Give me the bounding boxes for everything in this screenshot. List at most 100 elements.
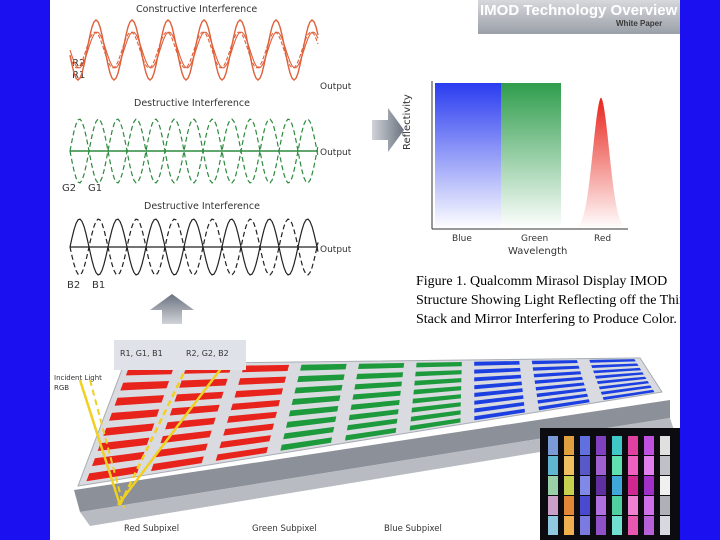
- swatch-cell: [548, 496, 558, 515]
- subpixel-cell: [169, 404, 220, 416]
- subpixel-cell: [151, 456, 204, 472]
- subpixel-cell: [531, 360, 578, 365]
- swatch-cell: [644, 516, 654, 535]
- figure-caption: Figure 1. Qualcomm Mirasol Display IMOD …: [416, 274, 680, 327]
- output-label-2: Output: [320, 148, 352, 158]
- subpixel-cell: [474, 402, 525, 413]
- swatch-cell: [596, 476, 606, 495]
- subpixel-cell: [410, 410, 461, 422]
- subpixel-cell: [474, 361, 520, 366]
- subpixel-cell: [86, 465, 140, 482]
- reflected-ray-2: [117, 353, 233, 506]
- subpixel-cell: [474, 408, 525, 421]
- label-g2: G2: [62, 183, 77, 194]
- subpixel-cell: [413, 386, 462, 395]
- swatch-cell: [548, 436, 558, 455]
- subpixel-cell: [215, 446, 268, 461]
- swatch-cell: [564, 456, 574, 475]
- subpixel-cell: [280, 437, 333, 451]
- subpixel-cell: [297, 374, 345, 383]
- reflected-label-right: R2, G2, B2: [186, 349, 229, 358]
- reflected-ray-1: [118, 359, 192, 506]
- swatch-cell: [660, 456, 670, 475]
- subpixel-cell: [537, 393, 588, 404]
- swatch-cell: [644, 476, 654, 495]
- subpixel-cell: [532, 365, 580, 371]
- swatch-cell: [580, 436, 590, 455]
- destructive-wave-g2: [69, 118, 319, 184]
- subpixel-cell: [474, 388, 523, 397]
- red-subpixel-label: Red Subpixel: [124, 524, 180, 534]
- swatch-cell: [580, 476, 590, 495]
- subpixel-cell: [536, 388, 587, 398]
- subpixel-cell: [356, 372, 404, 380]
- subpixel-cell: [535, 382, 585, 391]
- spectrum-band-green: [501, 83, 561, 229]
- subpixel-cell: [412, 394, 461, 404]
- subpixel-cell: [416, 362, 462, 368]
- swatch-cell: [580, 456, 590, 475]
- subpixel-cell: [350, 400, 400, 410]
- destructive-wave-b1: [69, 218, 319, 276]
- swatch-cell: [612, 456, 622, 475]
- spectrum-xlabel: Wavelength: [508, 246, 568, 257]
- destructive-title-1: Destructive Interference: [134, 98, 250, 109]
- reflected-label-left: R1, G1, B1: [120, 349, 163, 358]
- label-r2: R2: [72, 58, 86, 69]
- spectrum-red-peak: [561, 96, 629, 230]
- swatch-cell: [596, 456, 606, 475]
- up-arrow-icon: [150, 294, 194, 324]
- subpixel-cell: [352, 390, 401, 400]
- swatch-cell: [660, 496, 670, 515]
- output-label-1: Output: [320, 82, 352, 92]
- label-b1: B1: [92, 280, 106, 291]
- right-border-bar: [680, 0, 720, 540]
- subpixel-cell: [97, 437, 150, 451]
- spectrum-band-blue: [435, 83, 501, 229]
- subpixel-cell: [474, 374, 522, 382]
- subpixel-cell: [230, 400, 280, 411]
- spectrum-tick-blue: Blue: [452, 234, 472, 244]
- subpixel-cell: [596, 376, 647, 384]
- subpixel-cell: [238, 376, 287, 385]
- subpixel-cell: [533, 371, 582, 378]
- subpixel-cell: [160, 430, 212, 444]
- subpixel-cell: [415, 370, 462, 377]
- subpixel-cell: [242, 364, 290, 373]
- swatch-cell: [660, 476, 670, 495]
- subpixel-cell: [283, 426, 335, 440]
- subpixel-cell: [538, 399, 590, 411]
- subpixel-cell: [595, 372, 644, 379]
- swatch-cell: [564, 476, 574, 495]
- subpixel-cell: [600, 385, 652, 395]
- subpixel-cell: [109, 409, 160, 421]
- swatch-cell: [580, 516, 590, 535]
- subpixel-cell: [474, 367, 521, 374]
- swatch-cell: [596, 516, 606, 535]
- subpixel-cell: [227, 411, 277, 423]
- header-bar: [478, 0, 680, 34]
- swatch-cell: [564, 496, 574, 515]
- reflectivity-spectrum-chart: [431, 81, 629, 230]
- subpixel-cell: [120, 381, 170, 391]
- constructive-wave-plot: [69, 19, 319, 276]
- slide-canvas: IMOD Technology Overview White Paper Con…: [50, 0, 680, 540]
- swatch-cell: [628, 476, 638, 495]
- subpixel-cell: [300, 363, 347, 371]
- label-b2: B2: [67, 280, 81, 291]
- subpixel-cell: [286, 416, 337, 428]
- swatch-cell: [628, 456, 638, 475]
- swatch-cell: [564, 436, 574, 455]
- swatch-photo-background: [540, 428, 680, 540]
- device-base-side: [80, 418, 674, 526]
- swatch-cell: [612, 516, 622, 535]
- subpixel-cell: [155, 443, 208, 458]
- subpixel-cell: [411, 402, 461, 413]
- imod-device-illustration: [74, 353, 674, 526]
- swatch-cell: [564, 516, 574, 535]
- destructive-wave-b2: [69, 218, 319, 276]
- subpixel-cell: [294, 384, 343, 394]
- swatch-cell: [548, 456, 558, 475]
- spectrum-ylabel: Reflectivity: [402, 94, 413, 150]
- subpixel-cell: [409, 418, 461, 431]
